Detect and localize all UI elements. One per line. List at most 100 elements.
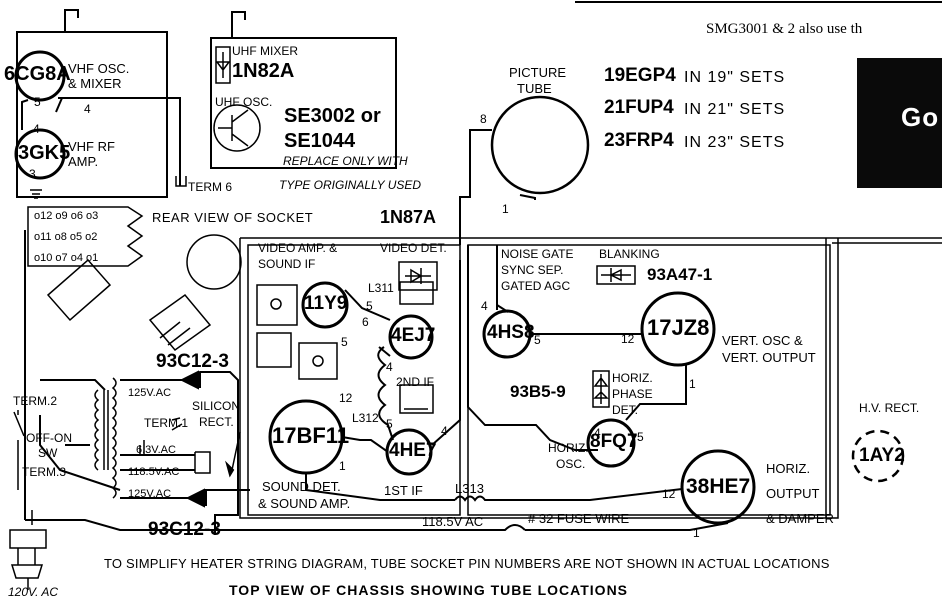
pin-number: 4: [441, 424, 448, 438]
tube-8fq7-circle: [586, 418, 636, 468]
v1185-bottom-label: 118.5V AC: [422, 514, 484, 529]
first-if-label: 1ST IF: [384, 483, 423, 498]
tube-17bf11: 17BF11: [272, 423, 350, 448]
pin-number: 5: [366, 299, 373, 313]
tube-11y9-circle: [301, 281, 349, 329]
horiz-osc-label-1: HORIZ.: [548, 441, 589, 455]
pin-number: 4: [386, 360, 393, 374]
crt-21-sets: IN 21" SETS: [684, 101, 786, 118]
uhf-tuner-box: [210, 37, 397, 169]
pin-number: 12: [621, 332, 635, 346]
socket-pins-row-1: o12 o9 o6 o3: [34, 210, 99, 222]
tube-8fq7: 8FQ7: [590, 431, 638, 452]
vhf-tuner-box: [16, 31, 168, 198]
vhf-rf-label-1: VHF RF: [68, 139, 115, 154]
horiz-phase-label-1: HORIZ.: [612, 371, 653, 385]
noise-gate-label: NOISE GATE: [501, 247, 574, 261]
pin-number: 5: [34, 95, 41, 109]
pin-number: 5: [341, 335, 348, 349]
crt-21-type: 21FUP4: [604, 97, 674, 118]
diode-93b5: 93B5-9: [510, 382, 566, 401]
vert-osc-label: VERT. OSC &: [722, 333, 803, 348]
rectifier-bottom: 93C12-3: [148, 519, 221, 540]
term2-label: TERM.2: [13, 394, 58, 408]
l312-label: L312: [352, 411, 379, 425]
silicon-label-2: RECT.: [199, 415, 234, 429]
diode-1n87a: 1N87A: [380, 207, 437, 227]
picture-tube-circle: [490, 95, 590, 195]
video-amp-label-2: SOUND IF: [258, 257, 316, 271]
tube-1ay2: 1AY2: [859, 445, 905, 466]
v1185-left-label: 118.5V.AC: [128, 466, 180, 478]
blanking-label: BLANKING: [599, 247, 660, 261]
replace-note-1: REPLACE ONLY WITH: [283, 154, 408, 168]
vhf-osc-label-1: VHF OSC.: [68, 61, 130, 76]
v125-bottom-label: 125V.AC: [128, 488, 172, 500]
term1-label: TERM.1: [144, 416, 189, 430]
pin-number: 12: [662, 487, 676, 501]
socket-pins-row-2: o11 o8 o5 o2: [34, 231, 98, 243]
pin-number: 4: [33, 122, 40, 136]
socket-pins-row-3: o10 o7 o4 o1: [34, 252, 99, 264]
v125-top-label: 125V.AC: [128, 387, 172, 399]
replace-note-2: TYPE ORIGINALLY USED: [279, 178, 422, 192]
tube-17jz8: 17JZ8: [647, 315, 710, 340]
sound-det-label-1: SOUND DET.: [262, 479, 341, 494]
horiz-output-label-2: OUTPUT: [766, 486, 820, 501]
tube-38he7: 38HE7: [686, 475, 751, 498]
brand-panel: Go: [857, 58, 942, 188]
model-note: SMG3001 & 2 also use th: [706, 21, 863, 37]
sw-label: SW: [38, 446, 58, 460]
tube-11y9: 11Y9: [304, 293, 348, 314]
rectifier-top: 93C12-3: [156, 351, 229, 372]
picture-tube-label-1: PICTURE: [509, 65, 567, 80]
picture-tube-label-2: TUBE: [517, 81, 552, 96]
pin-number: 6: [362, 315, 369, 329]
horiz-phase-label-3: DET.: [612, 403, 639, 417]
tube-3gk5-circle: [14, 128, 66, 180]
crt-23-type: 23FRP4: [604, 130, 674, 151]
se3002-label: SE3002 or: [284, 105, 381, 127]
sound-det-label-2: & SOUND AMP.: [258, 496, 351, 511]
chassis-hole: [186, 234, 242, 290]
pin-number: 5: [534, 333, 541, 347]
rear-view-label: REAR VIEW OF SOCKET: [152, 210, 314, 225]
l311-label: L311: [368, 281, 394, 295]
uhf-mixer-label: UHF MIXER: [232, 44, 298, 58]
pin-number: 1: [693, 526, 700, 540]
vhf-rf-label-2: AMP.: [68, 154, 99, 169]
pin-number: 5: [637, 430, 644, 444]
tube-17jz8-circle: [640, 291, 716, 367]
off-on-label: OFF-ON: [26, 431, 72, 445]
tube-4ej7-circle: [388, 314, 434, 360]
crt-19-type: 19EGP4: [604, 65, 676, 86]
horiz-osc-label-2: OSC.: [556, 457, 586, 471]
uhf-osc-label: UHF OSC.: [215, 95, 273, 109]
video-amp-label-1: VIDEO AMP. &: [258, 241, 338, 255]
vhf-osc-label-2: & MIXER: [68, 76, 122, 91]
term6-label: TERM 6: [188, 180, 233, 194]
tube-6cg8a: 6CG8A: [4, 63, 71, 85]
pin-number: 4: [481, 299, 488, 313]
tube-1ay2-circle: [851, 429, 905, 483]
brand-text: Go: [901, 102, 940, 132]
tube-4he7: 4HE7: [389, 440, 437, 461]
sync-sep-label: SYNC SEP.: [501, 263, 564, 277]
vert-output-label: VERT. OUTPUT: [722, 350, 816, 365]
tube-4ej7: 4EJ7: [391, 325, 436, 346]
pin-number: 1: [502, 202, 509, 216]
v63-label: 6.3V.AC: [136, 444, 176, 456]
v120-label: 120V. AC: [8, 585, 59, 599]
term3-label: TERM.3: [22, 465, 67, 479]
second-if-label: 2ND IF: [396, 375, 435, 389]
horiz-output-label-1: HORIZ.: [766, 461, 811, 476]
tube-6cg8a-circle: [14, 50, 66, 102]
simplify-note: TO SIMPLIFY HEATER STRING DIAGRAM, TUBE …: [104, 556, 830, 571]
pin-number: 4: [594, 426, 601, 440]
diode-93a47: 93A47-1: [647, 265, 713, 284]
pin-number: 12: [339, 391, 353, 405]
horiz-output-label-3: & DAMPER: [766, 511, 834, 526]
video-det-label: VIDEO DET.: [380, 241, 447, 255]
